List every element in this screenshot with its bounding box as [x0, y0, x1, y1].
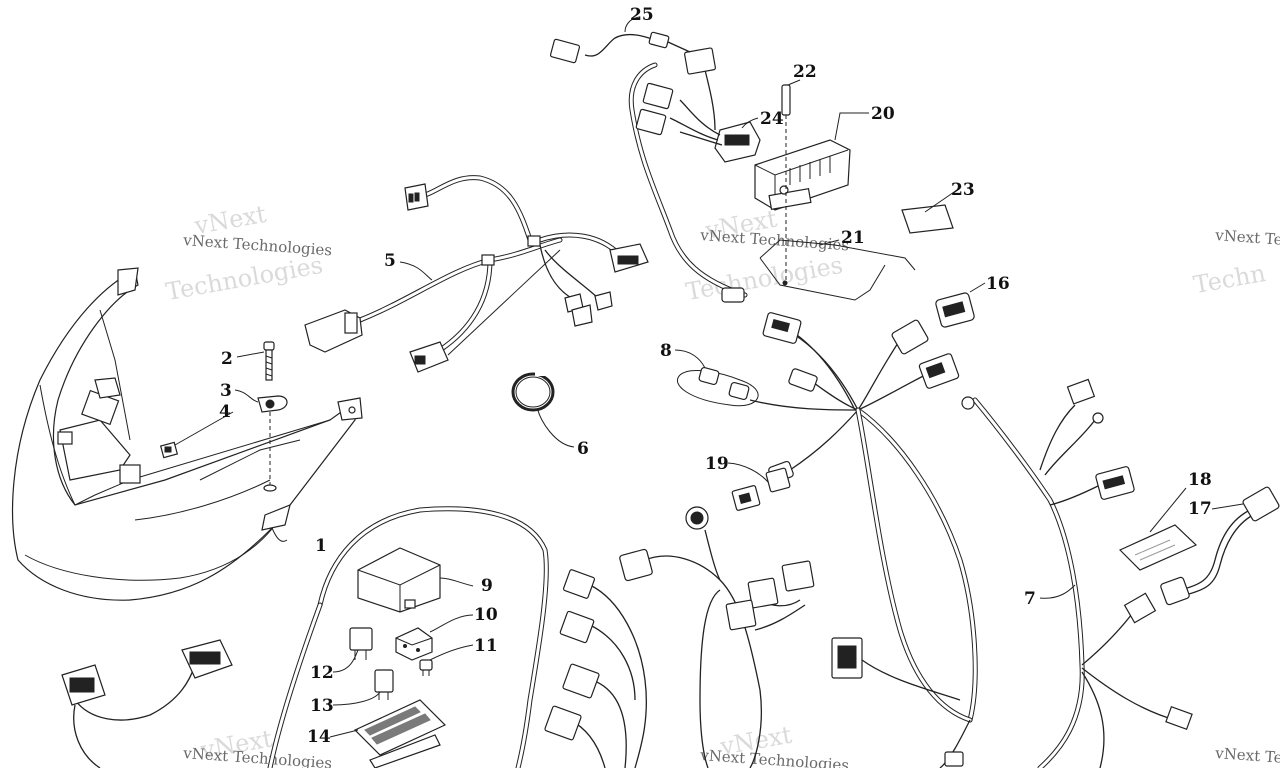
- watermark-right: Techn: [1191, 259, 1267, 299]
- leader-lines: [174, 16, 1244, 738]
- callout-7: 7: [1024, 589, 1036, 609]
- coil-harness: [619, 506, 815, 768]
- headlight-housing: [12, 267, 363, 601]
- injector-harness: [544, 569, 648, 768]
- assembly-line: [447, 249, 561, 356]
- watermark-text: vNext Technologies: [182, 231, 333, 259]
- mounting-pin: [781, 84, 791, 285]
- callout-20: 20: [871, 104, 895, 124]
- callout-5: 5: [384, 251, 396, 271]
- callout-16: 16: [986, 274, 1010, 294]
- callout-21: 21: [841, 228, 865, 248]
- clamp: [257, 395, 288, 413]
- relay-13: [374, 669, 394, 700]
- connector-pair: [731, 467, 791, 511]
- callout-14: 14: [307, 727, 331, 747]
- callout-4: 4: [219, 402, 231, 422]
- relay-10: [395, 627, 433, 661]
- callout-13: 13: [310, 696, 334, 716]
- callout-2: 2: [221, 349, 233, 369]
- callout-9: 9: [481, 576, 493, 596]
- callout-11: 11: [474, 636, 498, 656]
- relay-12: [349, 627, 373, 660]
- main-harness: [628, 62, 1193, 768]
- callout-23: 23: [951, 180, 975, 200]
- fuse-box-harness: [267, 506, 549, 768]
- callout-18: 18: [1188, 470, 1212, 490]
- callout-17: 17: [1188, 499, 1212, 519]
- callout-25: 25: [630, 5, 654, 25]
- connector-16: [935, 292, 975, 328]
- ecu-module: [754, 139, 851, 211]
- harness-17: [1160, 486, 1280, 606]
- watermark-text: vNext Te: [1214, 226, 1280, 249]
- watermark-text: Technologies: [164, 251, 325, 306]
- callout-10: 10: [474, 605, 498, 625]
- label-sheet-18: [1118, 524, 1198, 571]
- callout-labels: 1 2 3 4 5 6 7 8 9 10 11 12 13 14 16 17 1…: [219, 5, 1212, 747]
- harness-sensor: [677, 366, 759, 407]
- watermark-text: Techn: [1191, 259, 1267, 299]
- rear-harness: [61, 639, 233, 768]
- callout-1: 1: [315, 536, 327, 556]
- headlight-harness: [304, 175, 649, 373]
- callout-3: 3: [220, 381, 232, 401]
- callout-22: 22: [793, 62, 817, 82]
- watermark-text: vNext Te: [1214, 744, 1280, 767]
- pad-23: [901, 204, 954, 234]
- nut-clip: [159, 441, 179, 459]
- callout-12: 12: [310, 663, 334, 683]
- retaining-ring: [511, 370, 555, 412]
- fuse-label-14: [353, 699, 447, 768]
- callout-8: 8: [660, 341, 672, 361]
- callout-19: 19: [705, 454, 729, 474]
- screw: [263, 341, 275, 381]
- ecu-harness: [549, 31, 761, 163]
- watermark-text: vNext Technologies: [699, 226, 850, 254]
- callout-24: 24: [760, 109, 784, 129]
- callout-6: 6: [577, 439, 589, 459]
- fuse-11: [419, 659, 433, 676]
- fuse-box: [357, 547, 441, 613]
